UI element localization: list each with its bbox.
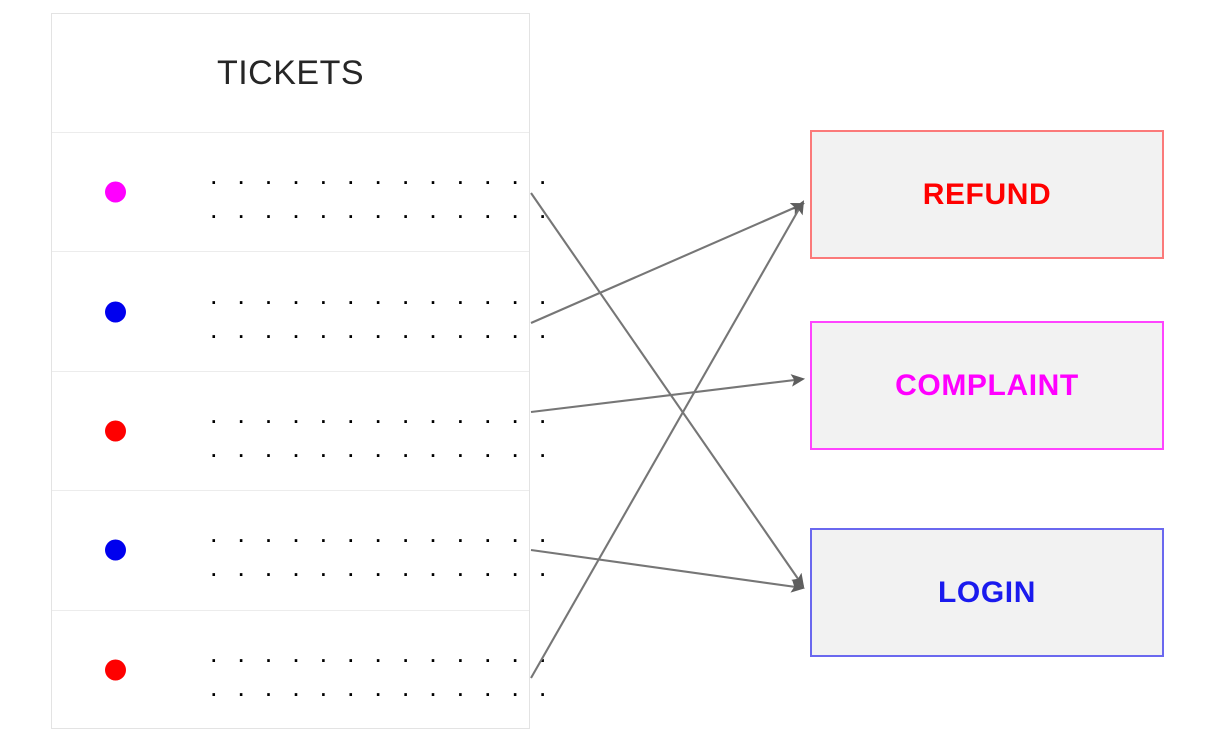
ticket-row[interactable]: . . . . . . . . . . . . . . . . . . . . …	[52, 491, 546, 611]
ticket-text-line-1: . . . . . . . . . . . . .	[210, 638, 553, 669]
category-box-refund[interactable]: REFUND	[810, 130, 1164, 259]
tickets-table-header: TICKETS	[52, 14, 529, 133]
ticket-row[interactable]: . . . . . . . . . . . . . . . . . . . . …	[52, 252, 546, 372]
ticket-text-placeholder: . . . . . . . . . . . . . . . . . . . . …	[210, 638, 553, 703]
tickets-title: TICKETS	[216, 54, 365, 92]
category-label-refund: REFUND	[922, 177, 1052, 211]
tickets-table: TICKETS . . . . . . . . . . . . . . . . …	[51, 13, 546, 730]
ticket-text-placeholder: . . . . . . . . . . . . . . . . . . . . …	[210, 160, 553, 225]
status-dot-magenta	[105, 181, 126, 203]
ticket-text-placeholder: . . . . . . . . . . . . . . . . . . . . …	[210, 518, 553, 583]
connector-ticket-row-4-to-login	[530, 548, 806, 593]
ticket-text-line-1: . . . . . . . . . . . . .	[210, 279, 553, 310]
status-dot-red	[105, 659, 126, 681]
ticket-text-line-2: . . . . . . . . . . . . .	[210, 552, 553, 583]
connector-ticket-row-3-to-complaint	[530, 374, 806, 414]
ticket-text-line-2: . . . . . . . . . . . . .	[210, 313, 553, 344]
ticket-text-line-1: . . . . . . . . . . . . .	[210, 518, 553, 549]
ticket-text-line-2: . . . . . . . . . . . . .	[210, 672, 553, 703]
connector-ticket-row-5-to-refund	[530, 200, 805, 679]
ticket-text-placeholder: . . . . . . . . . . . . . . . . . . . . …	[210, 279, 553, 344]
ticket-text-line-1: . . . . . . . . . . . . .	[210, 398, 553, 429]
category-label-login: LOGIN	[938, 575, 1036, 609]
ticket-row[interactable]: . . . . . . . . . . . . . . . . . . . . …	[52, 372, 546, 492]
ticket-text-line-2: . . . . . . . . . . . . .	[210, 194, 553, 225]
ticket-row[interactable]: . . . . . . . . . . . . . . . . . . . . …	[52, 611, 546, 730]
category-box-complaint[interactable]: COMPLAINT	[810, 321, 1164, 450]
ticket-text-line-2: . . . . . . . . . . . . .	[210, 432, 553, 463]
ticket-text-placeholder: . . . . . . . . . . . . . . . . . . . . …	[210, 398, 553, 463]
status-dot-red	[105, 420, 126, 442]
category-box-login[interactable]: LOGIN	[810, 528, 1164, 657]
ticket-text-line-1: . . . . . . . . . . . . .	[210, 160, 553, 191]
ticket-row[interactable]: . . . . . . . . . . . . . . . . . . . . …	[52, 133, 546, 253]
status-dot-blue	[105, 301, 126, 323]
connector-ticket-row-1-to-login	[530, 192, 805, 588]
status-dot-blue	[105, 539, 126, 561]
connector-ticket-row-2-to-refund	[530, 202, 805, 324]
category-label-complaint: COMPLAINT	[895, 368, 1079, 402]
